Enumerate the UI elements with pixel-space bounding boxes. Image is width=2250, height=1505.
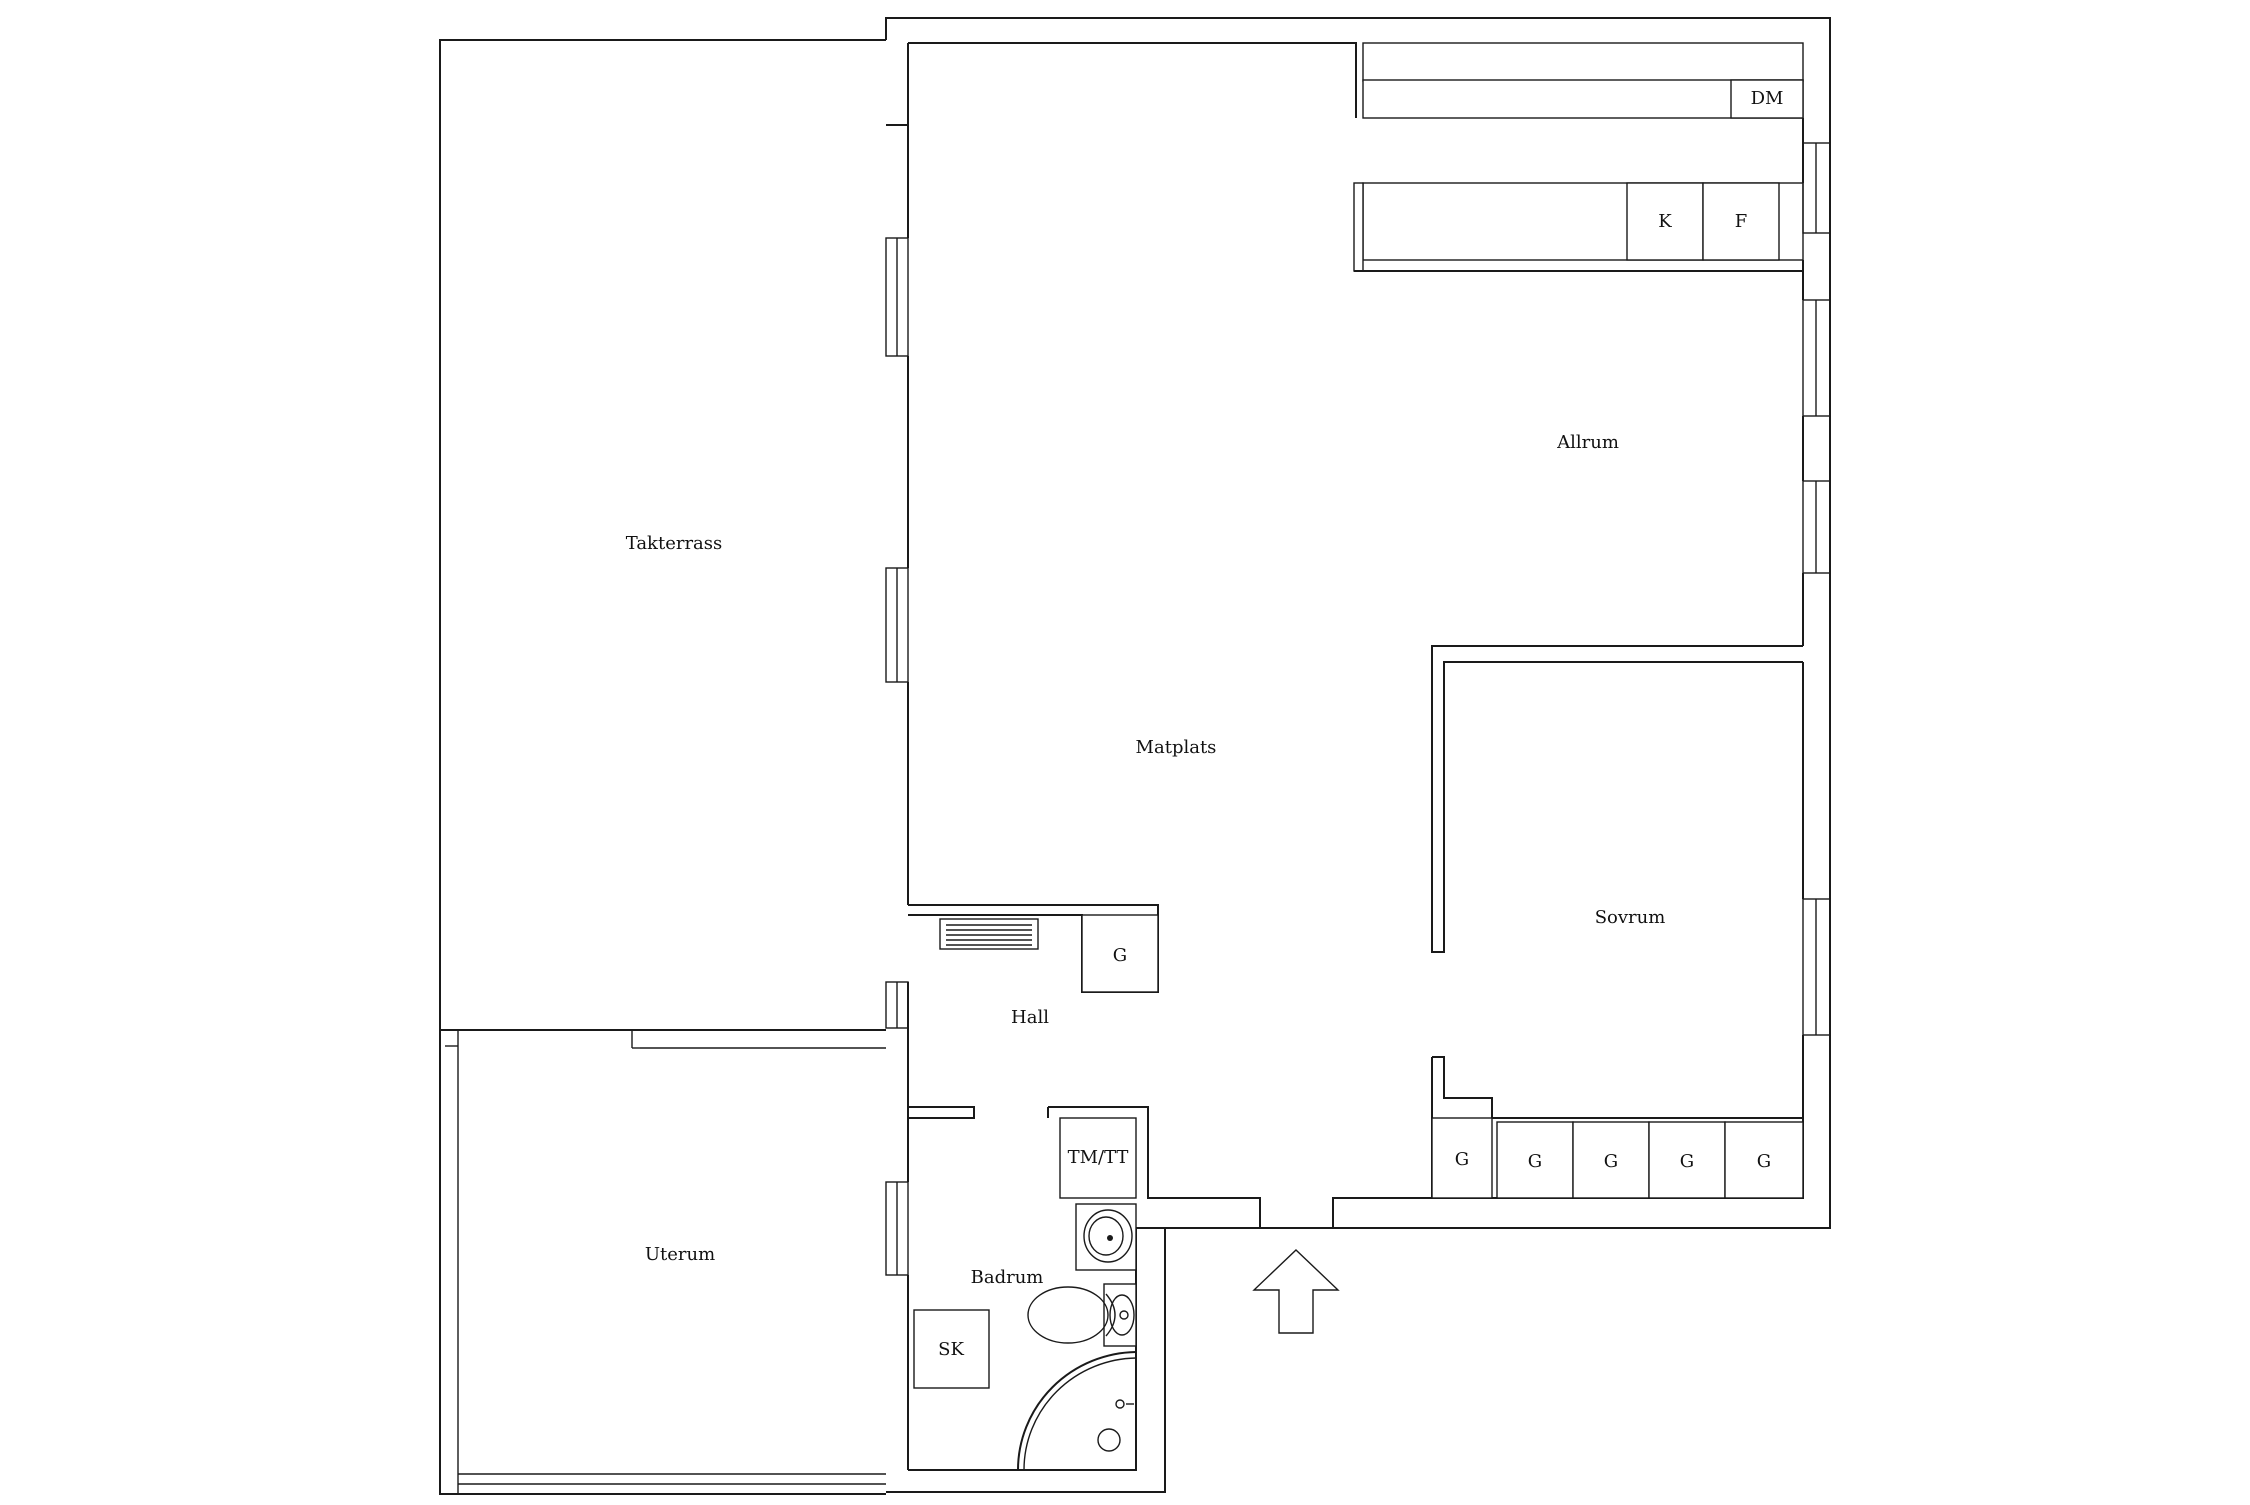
room-label-sovrum: Sovrum [1595, 907, 1666, 928]
hall-wardrobe-label: G [1113, 945, 1127, 966]
stove-label: K [1658, 211, 1672, 232]
room-label-badrum: Badrum [971, 1267, 1044, 1288]
room-label-hall: Hall [1011, 1007, 1049, 1028]
shower [1017, 1351, 1137, 1471]
washer-dryer-label: TM/TT [1068, 1147, 1129, 1168]
stove-box [1626, 182, 1704, 261]
wardrobe-label: G [1455, 1149, 1469, 1170]
toilet [1027, 1283, 1137, 1347]
room-label-takterrass: Takterrass [626, 533, 723, 554]
east-wall [1802, 118, 1831, 1195]
bathroom-walls: TM/TT SK [908, 1106, 1261, 1471]
entrance-arrow-icon [1252, 1249, 1340, 1334]
kitchen: DM K F [1353, 42, 1804, 272]
room-label-allrum: Allrum [1556, 432, 1619, 453]
sink [1075, 1203, 1137, 1271]
wardrobe-label: G [1680, 1151, 1694, 1172]
wardrobe-label: G [1757, 1151, 1771, 1172]
dishwasher-box [1730, 79, 1804, 119]
wardrobe-label: G [1604, 1151, 1618, 1172]
room-label-uterum: Uterum [645, 1244, 715, 1265]
room-label-matplats: Matplats [1136, 737, 1217, 758]
west-wall [885, 125, 909, 1470]
hall-walls: G [908, 904, 1159, 993]
terrace-outline [439, 39, 886, 1495]
fridge-label: F [1735, 211, 1748, 232]
bath-cabinet-label: SK [938, 1339, 964, 1360]
dishwasher-label: DM [1751, 88, 1784, 109]
bedroom-walls: G G G G G [1332, 645, 1804, 1228]
wardrobe-label: G [1528, 1151, 1542, 1172]
fridge-box [1702, 182, 1780, 261]
radiator [939, 918, 1039, 950]
